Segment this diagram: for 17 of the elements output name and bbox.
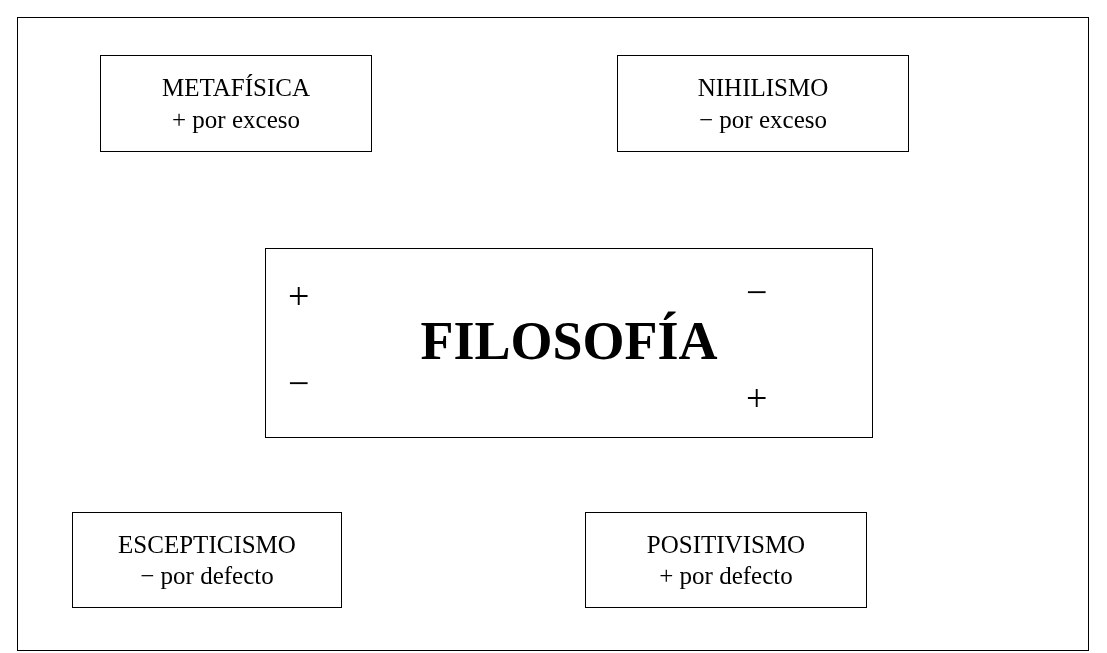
- sign-symbol: −: [288, 364, 310, 402]
- description-text: + por defecto: [659, 561, 793, 591]
- concept-box: [72, 512, 342, 608]
- description-text: − por exceso: [699, 104, 827, 135]
- concept-name: NIHILISMO: [697, 73, 829, 104]
- sign-symbol: +: [288, 277, 310, 315]
- concept-box: [265, 248, 873, 438]
- concept-name: POSITIVISMO: [646, 529, 806, 560]
- description-text: − por defecto: [140, 561, 274, 591]
- concept-box: [100, 55, 372, 152]
- sign-symbol: +: [746, 379, 768, 417]
- sign-symbol: −: [746, 273, 768, 311]
- concept-name: ESCEPTICISMO: [118, 529, 296, 560]
- concept-name: METAFÍSICA: [162, 73, 310, 104]
- concept-box: [585, 512, 867, 608]
- description-text: + por exceso: [172, 104, 300, 135]
- concept-box: [617, 55, 909, 152]
